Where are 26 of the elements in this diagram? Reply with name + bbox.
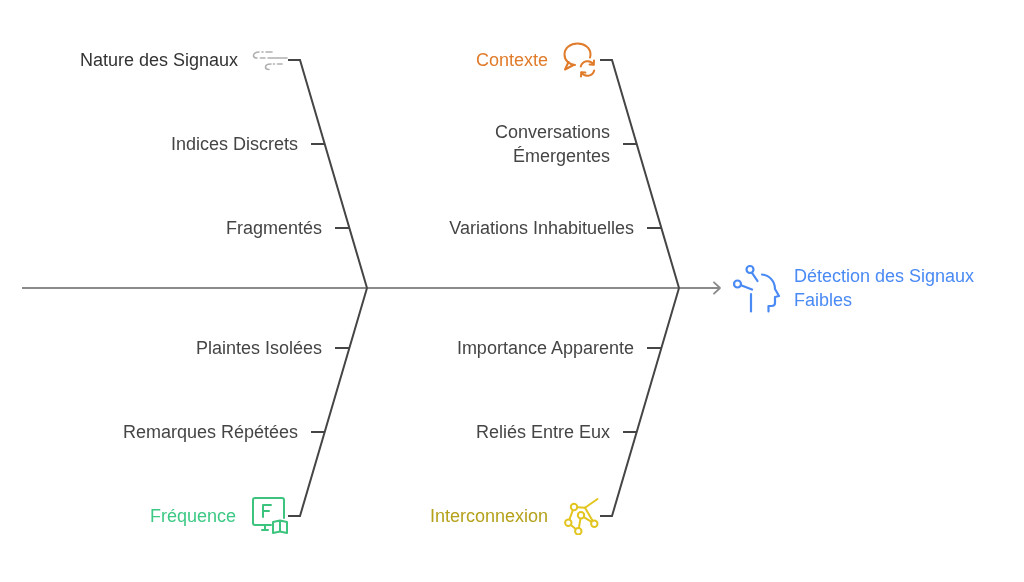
branch-tick <box>310 143 326 145</box>
bone-line <box>287 59 368 289</box>
cause-label: Remarques Répétées <box>122 421 298 444</box>
bone-line <box>599 59 680 289</box>
branch-tick <box>622 431 638 433</box>
category-label: Interconnexion <box>429 505 548 528</box>
category-label: Fréquence <box>149 505 236 528</box>
branch-tick <box>310 431 326 433</box>
category-label: Contexte <box>475 49 548 72</box>
spine-arrow <box>21 281 721 295</box>
category-label: Nature des Signaux <box>79 49 238 72</box>
cause-label: Fragmentés <box>225 217 322 240</box>
cause-label: Reliés Entre Eux <box>475 421 610 444</box>
effect-label: Détection des Signaux Faibles <box>794 265 976 312</box>
branch-tick <box>622 143 638 145</box>
branch-tick <box>646 227 663 229</box>
bone-line <box>599 287 680 517</box>
cause-label: Indices Discrets <box>170 133 298 156</box>
cause-label: Conversations Émergentes <box>493 121 610 168</box>
branch-tick <box>646 347 663 349</box>
cause-label: Plaintes Isolées <box>195 337 322 360</box>
cause-label: Variations Inhabituelles <box>449 217 634 240</box>
cause-label: Importance Apparente <box>456 337 634 360</box>
branch-tick <box>334 347 351 349</box>
branch-tick <box>334 227 351 229</box>
bone-line <box>287 287 368 517</box>
